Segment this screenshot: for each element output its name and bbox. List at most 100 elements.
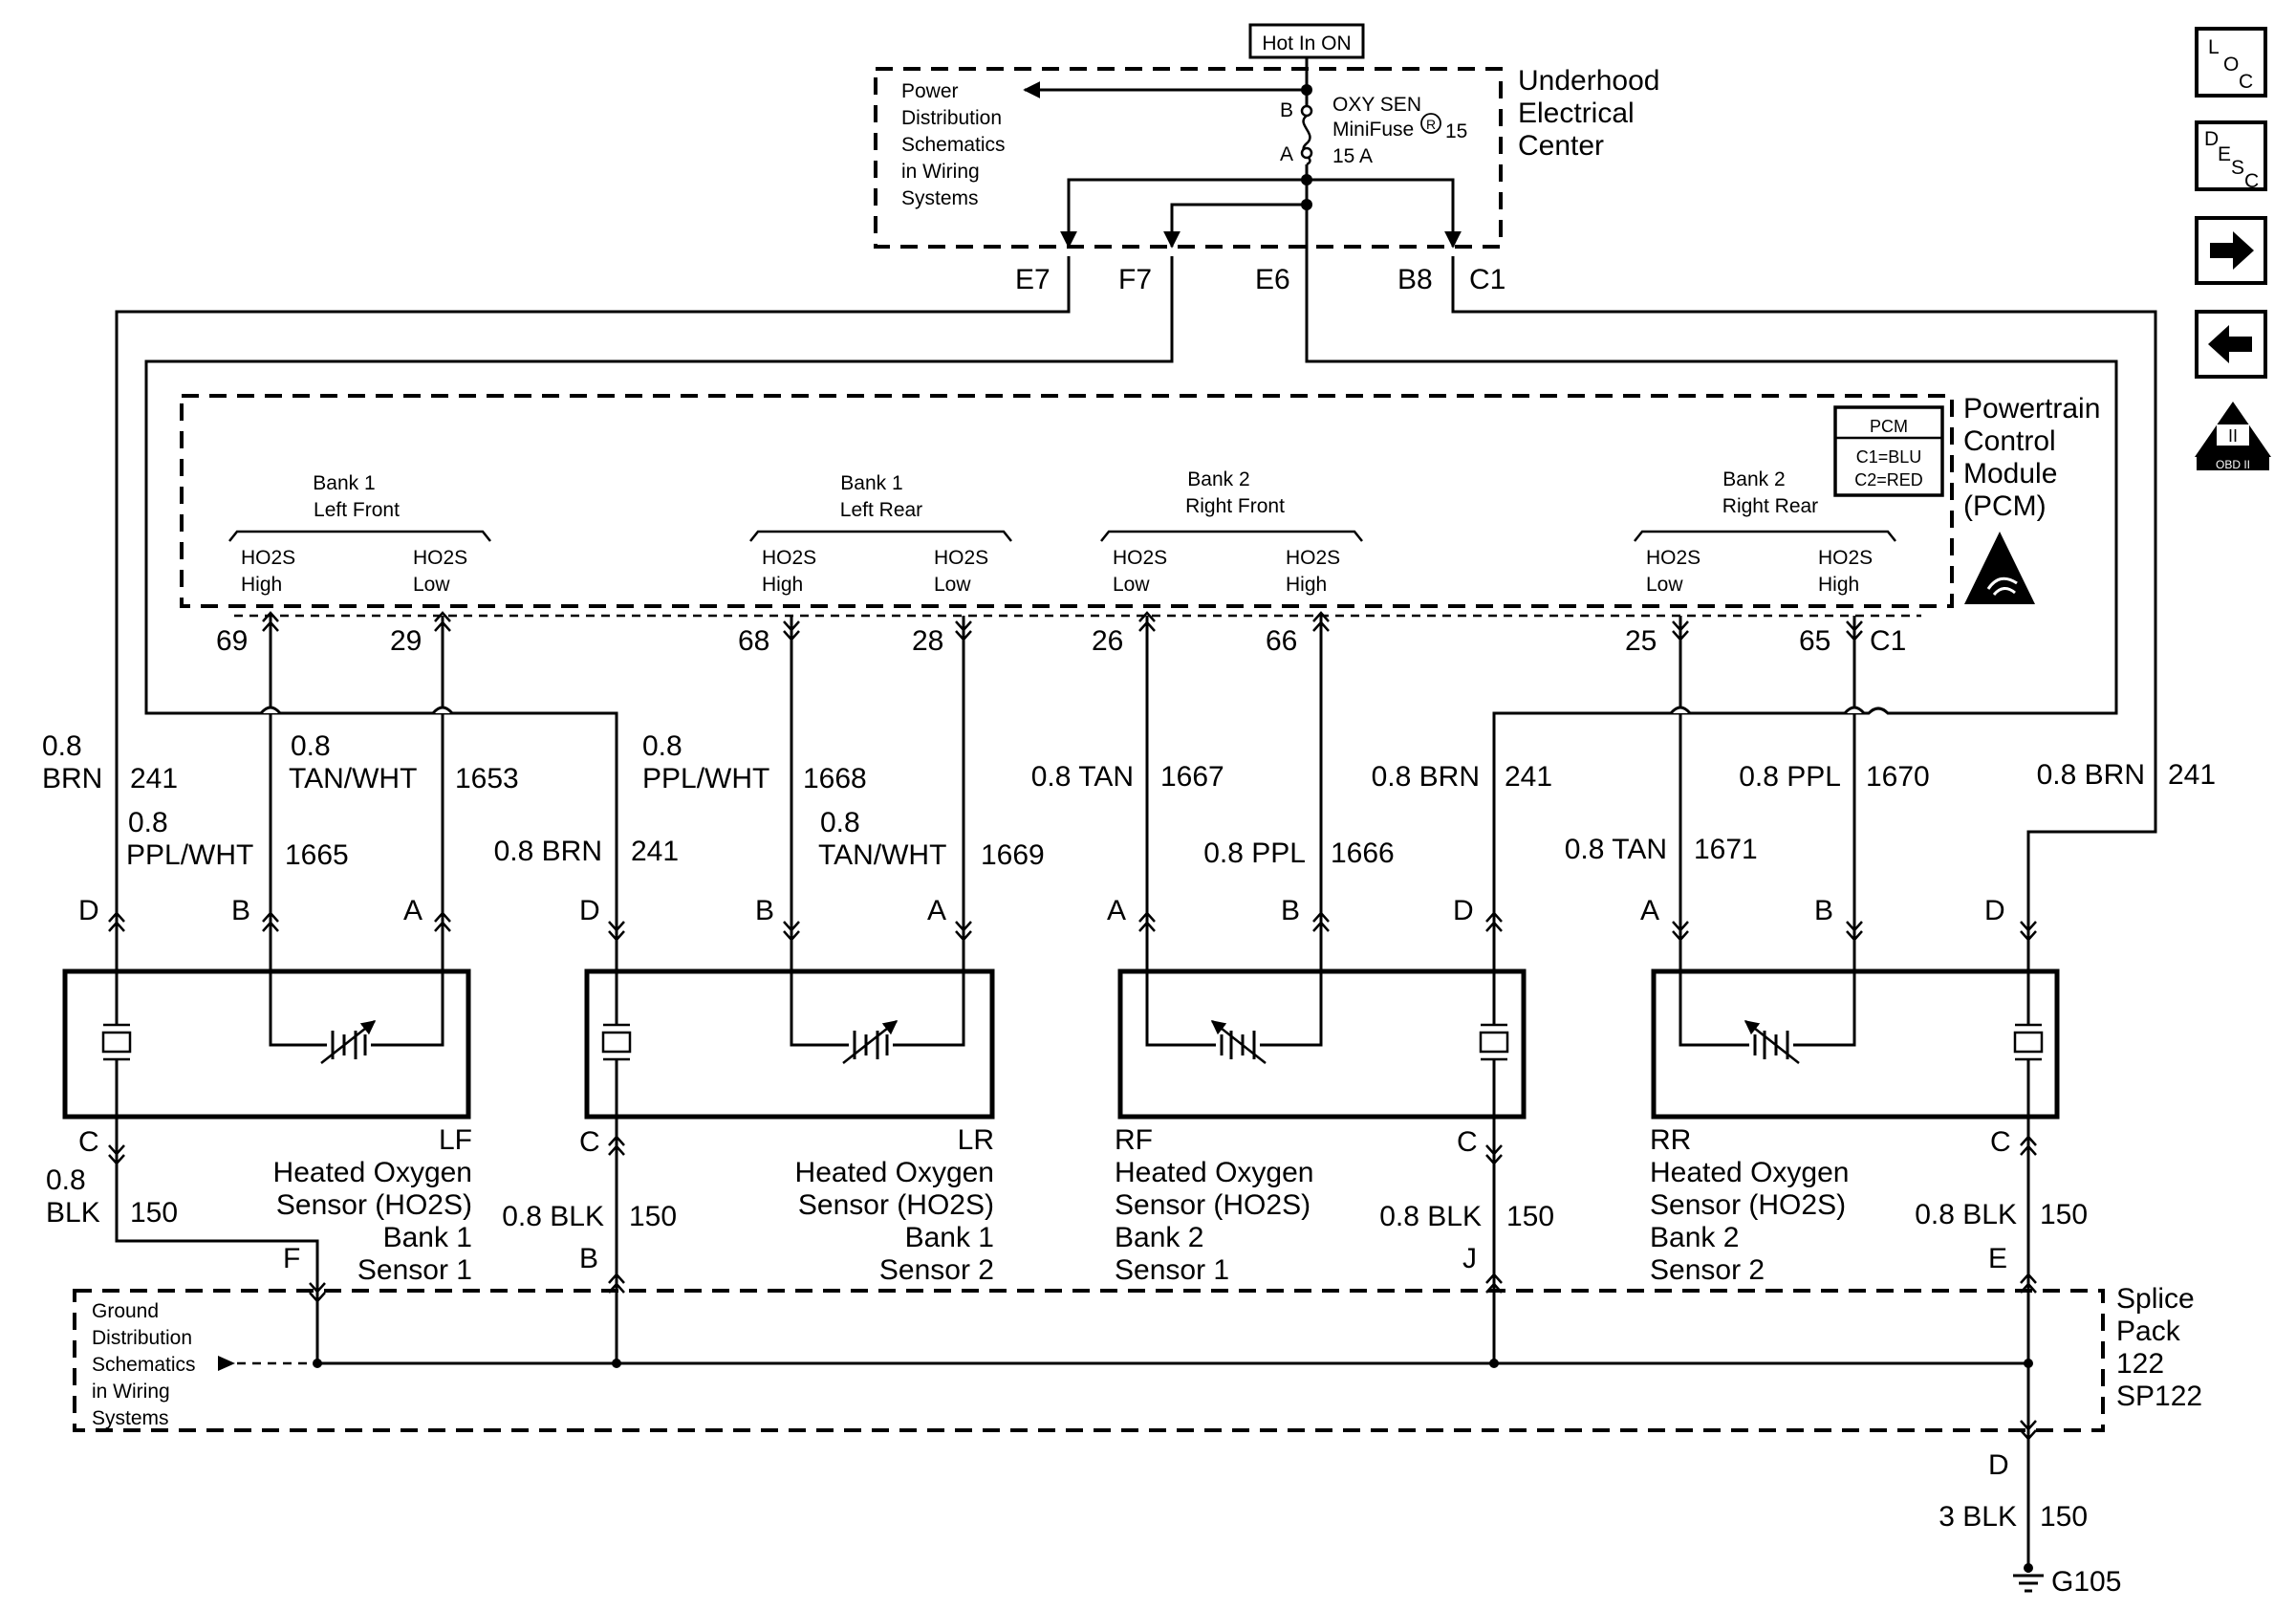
svg-text:150: 150 xyxy=(629,1201,677,1232)
svg-text:PCM: PCM xyxy=(1870,417,1908,436)
svg-text:B: B xyxy=(1814,895,1833,926)
group-rf-line1: Bank 2 xyxy=(1187,468,1249,490)
svg-text:HO2S: HO2S xyxy=(413,547,467,569)
svg-text:OBD II: OBD II xyxy=(2216,458,2250,471)
heater-element xyxy=(1479,1023,1509,1061)
svg-text:0.8: 0.8 xyxy=(46,1164,86,1196)
registered-mark-icon xyxy=(1420,113,1441,134)
group-rf-line2: Right Front xyxy=(1185,495,1285,517)
side-toolbar: L O C D E S C II OBD II xyxy=(2195,27,2271,471)
ground-ref-arrow xyxy=(218,1356,235,1371)
loc-button[interactable]: L O C xyxy=(2195,27,2267,98)
svg-text:0.8 BRN: 0.8 BRN xyxy=(2037,759,2145,791)
fuse-name: OXY SEN xyxy=(1332,94,1421,116)
svg-text:RR: RR xyxy=(1650,1124,1691,1156)
svg-text:S: S xyxy=(2231,157,2244,179)
next-button[interactable] xyxy=(2195,216,2267,285)
uec-connector-b8: B8 xyxy=(1397,264,1433,295)
svg-text:0.8 BLK: 0.8 BLK xyxy=(502,1201,604,1232)
svg-text:in Wiring: in Wiring xyxy=(92,1381,170,1403)
pin-69: 69 xyxy=(216,625,248,657)
svg-text:150: 150 xyxy=(2040,1501,2088,1533)
svg-text:RF: RF xyxy=(1115,1124,1153,1156)
svg-text:1671: 1671 xyxy=(1694,834,1758,865)
svg-text:HO2S: HO2S xyxy=(762,547,816,569)
group-rr-line2: Right Rear xyxy=(1722,495,1818,517)
svg-text:F: F xyxy=(283,1243,300,1274)
uec-label-2: Electrical xyxy=(1518,98,1635,129)
group-lf-line1: Bank 1 xyxy=(313,472,375,494)
svg-text:0.8: 0.8 xyxy=(820,807,860,838)
svg-text:0.8: 0.8 xyxy=(42,730,82,762)
fuse-terminal-a: A xyxy=(1280,143,1293,165)
svg-text:C: C xyxy=(2239,71,2253,93)
svg-text:Splice: Splice xyxy=(2116,1283,2195,1315)
svg-text:Pack: Pack xyxy=(2116,1316,2181,1347)
ground-g105: G105 xyxy=(2051,1566,2121,1598)
svg-text:D: D xyxy=(2204,128,2219,150)
svg-text:122: 122 xyxy=(2116,1348,2164,1380)
svg-text:High: High xyxy=(241,574,282,596)
svg-text:Sensor 2: Sensor 2 xyxy=(879,1254,994,1286)
svg-text:1670: 1670 xyxy=(1866,761,1930,793)
hot-in-on-label: Hot In ON xyxy=(1262,33,1351,54)
fuse-number: 15 xyxy=(1445,120,1467,142)
svg-text:0.8 BLK: 0.8 BLK xyxy=(1915,1199,2017,1230)
svg-text:LR: LR xyxy=(958,1124,994,1156)
svg-text:C: C xyxy=(78,1126,99,1158)
svg-text:Low: Low xyxy=(413,574,450,596)
uec-connector-c1: C1 xyxy=(1469,264,1505,295)
svg-text:1665: 1665 xyxy=(285,839,349,871)
svg-text:J: J xyxy=(1462,1243,1477,1274)
svg-text:1667: 1667 xyxy=(1160,761,1224,793)
svg-text:1653: 1653 xyxy=(455,763,519,794)
svg-text:1669: 1669 xyxy=(981,839,1045,871)
svg-text:E: E xyxy=(1988,1243,2007,1274)
svg-text:BLK: BLK xyxy=(46,1197,100,1229)
svg-text:Bank 2: Bank 2 xyxy=(1650,1222,1739,1253)
svg-text:0.8 BRN: 0.8 BRN xyxy=(494,836,602,867)
prev-button[interactable] xyxy=(2195,310,2267,379)
connector-marks xyxy=(108,611,2037,1441)
uec-label-3: Center xyxy=(1518,130,1604,162)
svg-text:TAN/WHT: TAN/WHT xyxy=(289,763,417,794)
svg-text:0.8: 0.8 xyxy=(128,807,168,838)
svg-text:HO2S: HO2S xyxy=(1818,547,1873,569)
svg-text:241: 241 xyxy=(1505,761,1552,793)
pin-29: 29 xyxy=(390,625,422,657)
pin-66: 66 xyxy=(1266,625,1297,657)
svg-text:Low: Low xyxy=(934,574,971,596)
svg-text:0.8: 0.8 xyxy=(642,730,682,762)
svg-text:II: II xyxy=(2228,426,2238,446)
svg-text:Distribution: Distribution xyxy=(92,1327,192,1349)
svg-text:BRN: BRN xyxy=(42,763,102,794)
svg-text:R: R xyxy=(1426,117,1436,132)
pcm-label-2: Control xyxy=(1963,425,2056,457)
fuse-symbol xyxy=(1302,115,1311,166)
svg-text:Sensor 1: Sensor 1 xyxy=(1115,1254,1229,1286)
power-ref-4: in Wiring xyxy=(901,161,980,183)
wiring xyxy=(115,256,2157,942)
svg-text:0.8 TAN: 0.8 TAN xyxy=(1031,761,1134,793)
svg-text:A: A xyxy=(927,895,946,926)
group-rr-line1: Bank 2 xyxy=(1722,468,1785,490)
svg-text:C: C xyxy=(579,1126,600,1158)
pin-25: 25 xyxy=(1625,625,1657,657)
desc-button[interactable]: D E S C xyxy=(2195,120,2267,192)
svg-text:HO2S: HO2S xyxy=(934,547,988,569)
svg-text:0.8 TAN: 0.8 TAN xyxy=(1565,834,1667,865)
group-lr-line2: Left Rear xyxy=(840,499,922,521)
power-ref-2: Distribution xyxy=(901,107,1002,129)
obd-button[interactable]: II OBD II xyxy=(2195,402,2271,471)
svg-text:A: A xyxy=(1107,895,1126,926)
svg-text:3 BLK: 3 BLK xyxy=(1939,1501,2017,1533)
svg-text:D: D xyxy=(78,895,99,926)
svg-text:C2=RED: C2=RED xyxy=(1854,470,1923,490)
uec-boundary xyxy=(874,67,1503,249)
svg-text:0.8 PPL: 0.8 PPL xyxy=(1203,838,1306,869)
power-ref-3: Schematics xyxy=(901,134,1006,156)
svg-text:Heated Oxygen: Heated Oxygen xyxy=(1650,1157,1849,1188)
svg-text:0.8 BLK: 0.8 BLK xyxy=(1379,1201,1482,1232)
svg-text:B: B xyxy=(1281,895,1300,926)
svg-text:LF: LF xyxy=(439,1124,472,1156)
